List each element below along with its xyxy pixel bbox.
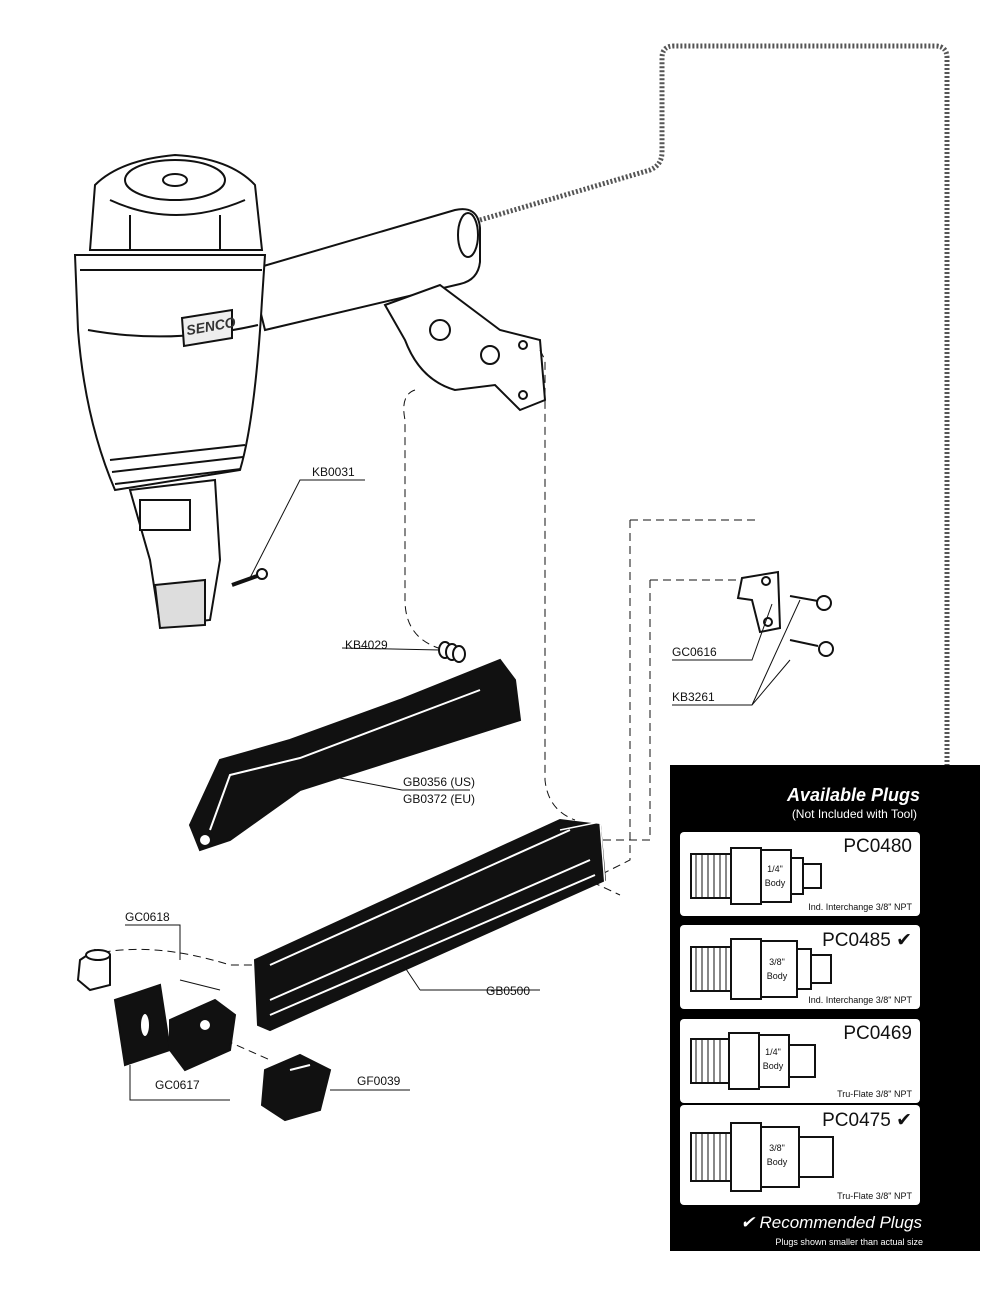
plug-fitting-icon [690,938,832,1000]
plug-description: Ind. Interchange 3/8" NPT [808,995,912,1005]
part-label-gc0618: GC0618 [125,910,170,924]
recommended-check-icon: ✔ [896,930,912,951]
plug-code: PC0485 ✔ [822,930,912,951]
plug-code: PC0469 [843,1023,912,1044]
recommended-check-icon: ✔ [740,1213,755,1232]
part-label-kb4029: KB4029 [345,638,388,652]
plug-description: Tru-Flate 3/8" NPT [837,1089,912,1099]
label-leaders [125,479,801,1101]
plugs-panel-subtitle: (Not Included with Tool) [791,807,917,821]
part-label-gb0356: GB0356 (US) [403,775,476,789]
magazine-gb0500 [253,818,607,1032]
follower-gc0617 [113,983,237,1072]
clip-gc0618 [76,948,111,992]
plug-description: Tru-Flate 3/8" NPT [837,1191,912,1201]
available-plugs-panel: Available Plugs (Not Included with Tool)… [670,765,980,1251]
recommended-check-icon: ✔ [896,1110,912,1131]
plug-code: PC0475 ✔ [822,1110,912,1131]
air-hose-route [479,43,950,765]
part-label-gb0372: GB0372 (EU) [403,792,476,806]
plug-card: 3/8" Body PC0475 ✔ Tru-Flate 3/8" NPT [680,1105,920,1205]
plug-body-size: 3/8" Body [766,957,788,981]
plug-fitting-icon [690,847,822,905]
plug-body-size: 3/8" Body [766,1143,788,1167]
plug-fitting-icon [690,1032,816,1090]
plugs-panel-title: Available Plugs [786,785,920,805]
part-label-kb0031: KB0031 [312,465,355,479]
plug-card: 3/8" Body PC0485 ✔ Ind. Interchange 3/8"… [680,925,920,1009]
latch-gc0616 [736,570,782,634]
part-label-gb0500: GB0500 [486,984,531,998]
pad-gf0039 [260,1053,332,1122]
part-label-gc0616: GC0616 [672,645,717,659]
nailer-tool [73,153,481,630]
part-label-kb3261: KB3261 [672,690,715,704]
magazine-gb0356 [188,658,522,852]
plug-body-size: 1/4" Body [762,1047,784,1071]
plug-card: 1/4" Body PC0469 Tru-Flate 3/8" NPT [680,1019,920,1103]
plug-description: Ind. Interchange 3/8" NPT [808,902,912,912]
plug-card: 1/4" Body PC0480 Ind. Interchange 3/8" N… [680,832,920,916]
part-label-gf0039: GF0039 [357,1074,401,1088]
screws-kb3261 [789,595,834,657]
spring-kb4029 [438,641,466,663]
recommended-plugs-label: ✔ Recommended Plugs [740,1213,922,1232]
part-label-gc0617: GC0617 [155,1078,200,1092]
recommended-plugs-note: Plugs shown smaller than actual size [775,1237,923,1247]
plug-fitting-icon [690,1122,834,1192]
plug-code: PC0480 [843,836,912,857]
plug-body-size: 1/4" Body [764,864,786,888]
magazine-bracket [383,283,547,412]
